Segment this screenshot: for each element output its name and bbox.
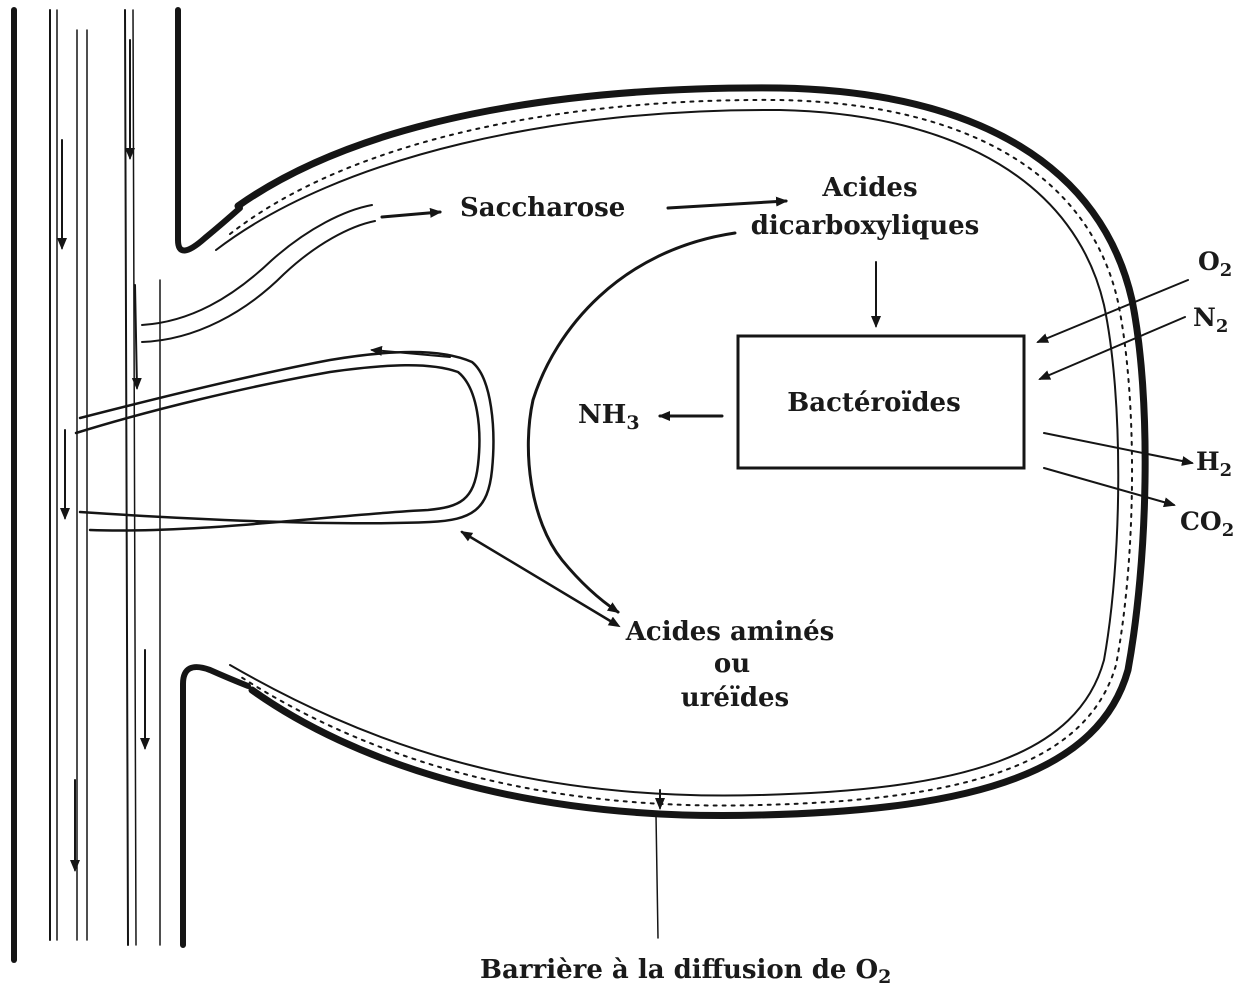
label-h2: H2 <box>1196 447 1232 481</box>
label-o2: O2 <box>1198 247 1232 281</box>
nodule-outline <box>216 88 1145 938</box>
label-nh3: NH3 <box>578 400 640 434</box>
xylem-flow-arrows <box>62 40 145 870</box>
label-bacteroides: Bactéroïdes <box>787 388 960 418</box>
label-barriere-o2: Barrière à la diffusion de O2 <box>480 955 891 986</box>
vascular-strands <box>76 205 493 531</box>
label-co2: CO2 <box>1180 507 1234 541</box>
label-ou: ou <box>714 649 750 679</box>
label-acides: Acides <box>821 173 917 203</box>
label-dicarboxyliques: dicarboxyliques <box>751 211 980 241</box>
label-n2: N2 <box>1193 303 1228 337</box>
label-acides-amines: Acides aminés <box>625 617 835 647</box>
label-ureides: uréïdes <box>681 683 789 713</box>
label-saccharose: Saccharose <box>460 193 625 223</box>
